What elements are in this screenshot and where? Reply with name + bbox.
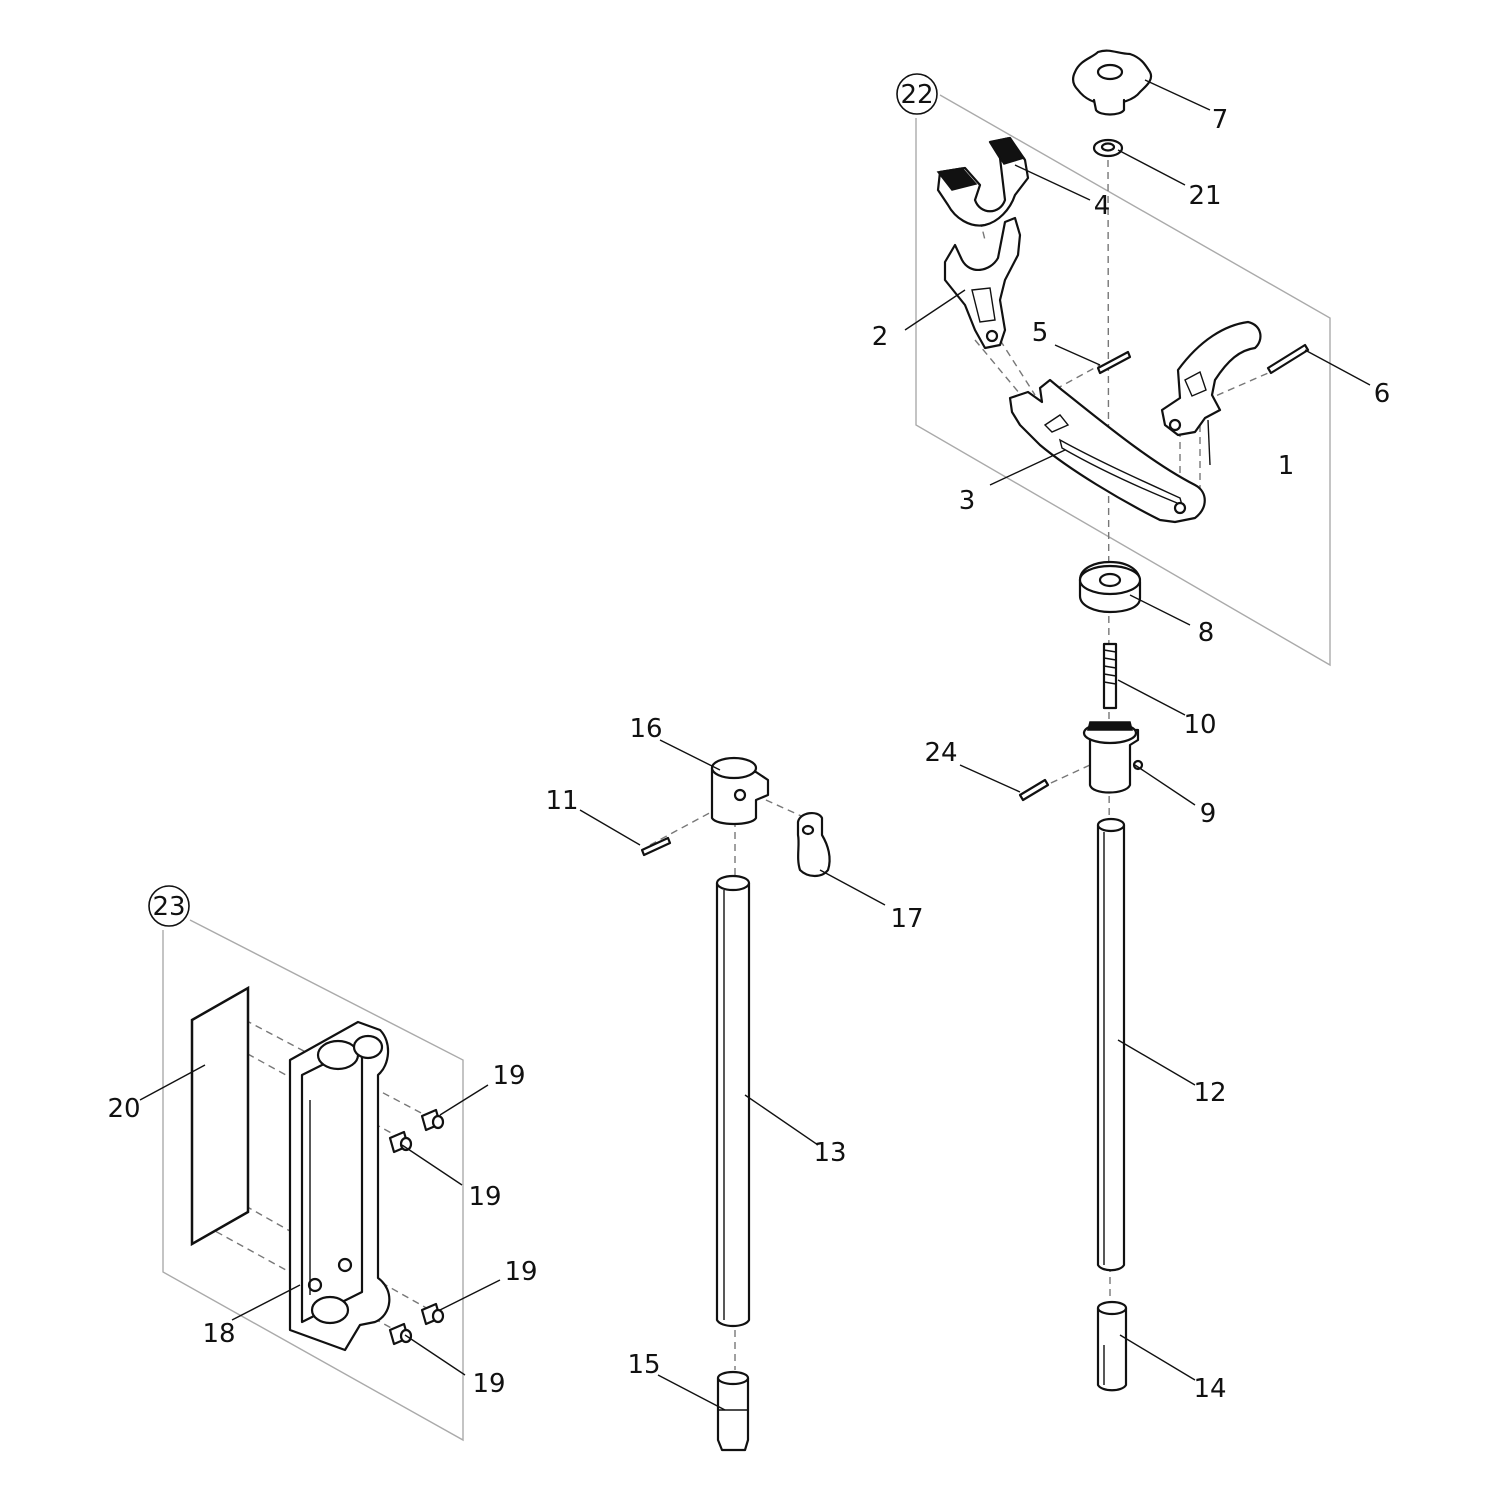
callout-18: 18 bbox=[202, 1319, 235, 1349]
callout-9: 9 bbox=[1200, 799, 1217, 829]
callout-4: 4 bbox=[1094, 191, 1111, 221]
callout-7: 7 bbox=[1212, 105, 1229, 135]
lever-part-17 bbox=[796, 812, 831, 878]
callout-13: 13 bbox=[813, 1138, 846, 1168]
callout-24: 24 bbox=[924, 738, 957, 768]
callout-21: 21 bbox=[1188, 181, 1221, 211]
pin-part-24 bbox=[1018, 778, 1050, 802]
plate-part-20 bbox=[190, 985, 250, 1247]
callout-6: 6 bbox=[1374, 379, 1391, 409]
pin-part-5 bbox=[1096, 350, 1132, 375]
callout-19-c: 19 bbox=[504, 1257, 537, 1287]
callout-12: 12 bbox=[1193, 1078, 1226, 1108]
callout-19-a: 19 bbox=[492, 1061, 525, 1091]
foot-plug-part-15 bbox=[716, 1370, 750, 1452]
callout-15: 15 bbox=[627, 1350, 660, 1380]
callout-circle-23 bbox=[148, 885, 190, 927]
round-nut-part-8 bbox=[1078, 560, 1142, 614]
callout-16: 16 bbox=[629, 714, 662, 744]
tube-part-13 bbox=[715, 874, 751, 1328]
callout-19-d: 19 bbox=[472, 1369, 505, 1399]
callout-19-b: 19 bbox=[468, 1182, 501, 1212]
threaded-bolt-part-10 bbox=[1102, 642, 1118, 710]
callout-5: 5 bbox=[1032, 318, 1049, 348]
callout-17: 17 bbox=[890, 904, 923, 934]
callout-22: 22 bbox=[900, 80, 933, 110]
callout-3: 3 bbox=[959, 486, 976, 516]
leader-lines bbox=[139, 79, 1371, 1411]
assembly-23-frame bbox=[162, 919, 464, 1442]
tube-part-12 bbox=[1096, 817, 1126, 1272]
callout-23: 23 bbox=[152, 892, 185, 922]
curved-bracket-part-3 bbox=[1008, 378, 1206, 524]
washer-part-21 bbox=[1092, 138, 1124, 158]
callout-circle-22 bbox=[896, 73, 938, 115]
star-knob-part-7 bbox=[1071, 49, 1153, 116]
yoke-lower-part-2 bbox=[943, 216, 1022, 350]
screw-parts-19 bbox=[388, 1108, 445, 1346]
callout-labels: 1 2 3 4 5 6 7 8 9 10 11 12 13 14 15 16 1… bbox=[107, 80, 1390, 1404]
lever-clamp-part-1 bbox=[1160, 320, 1262, 437]
pin-part-6 bbox=[1266, 343, 1310, 375]
callout-11: 11 bbox=[545, 786, 578, 816]
yoke-upper-part-4 bbox=[936, 136, 1030, 227]
foot-plug-part-14 bbox=[1096, 1300, 1128, 1392]
callout-20: 20 bbox=[107, 1094, 140, 1124]
ratchet-collar-part-9 bbox=[1082, 721, 1144, 794]
callout-14: 14 bbox=[1193, 1374, 1226, 1404]
callout-8: 8 bbox=[1198, 618, 1215, 648]
callout-1: 1 bbox=[1278, 451, 1295, 481]
wall-bracket-part-18 bbox=[288, 1020, 391, 1352]
pin-part-11 bbox=[640, 836, 672, 857]
callout-10: 10 bbox=[1183, 710, 1216, 740]
clamp-head-part-16 bbox=[710, 756, 770, 826]
callout-2: 2 bbox=[872, 322, 889, 352]
